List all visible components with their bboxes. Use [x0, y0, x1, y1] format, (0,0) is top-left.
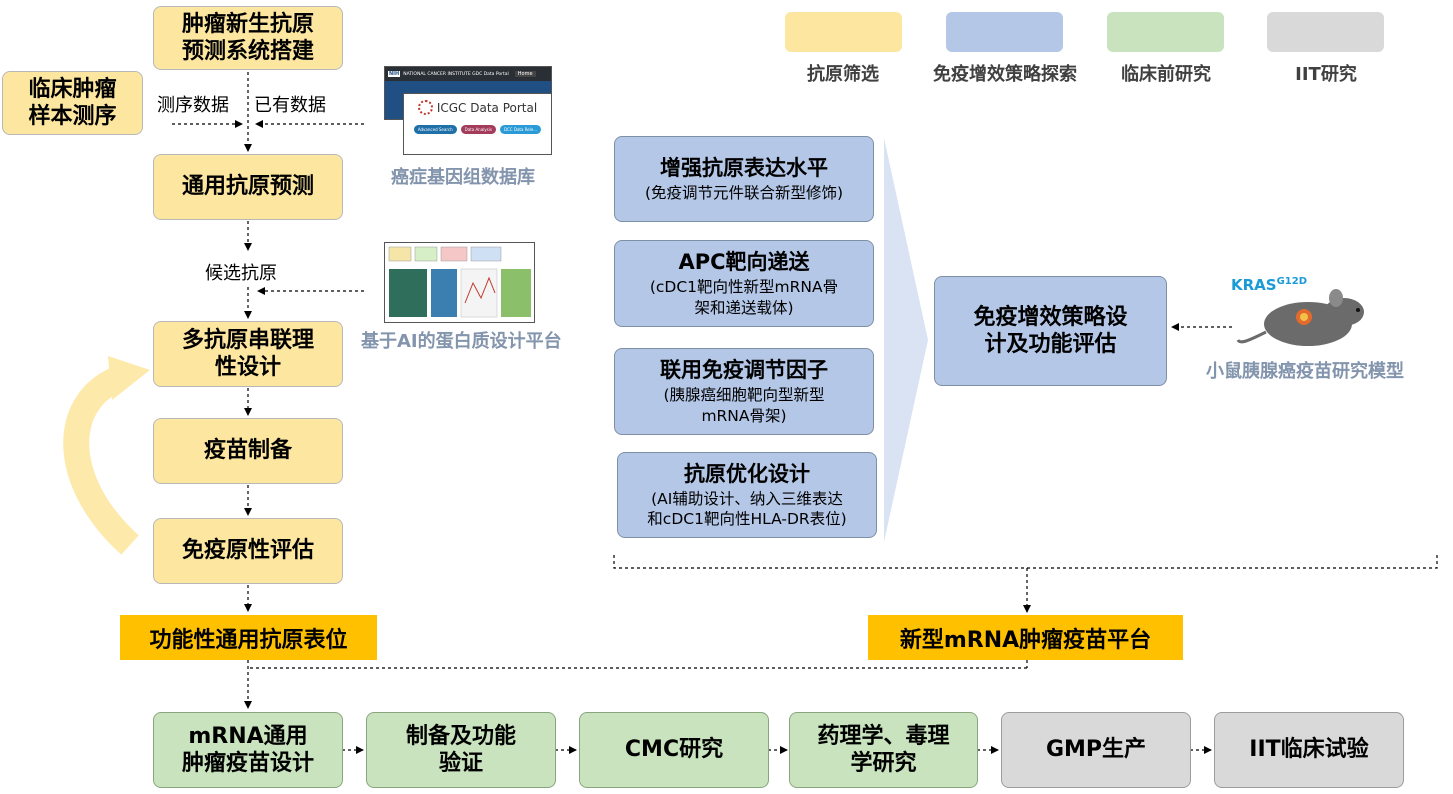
strategy-title-1: 增强抗原表达水平	[660, 155, 828, 180]
legend-swatch-preclinical	[1107, 12, 1224, 52]
kras-label: KRASG12D	[1231, 276, 1307, 294]
multi-design-line1: 多抗原串联理	[181, 327, 314, 353]
bottom-step-gmp: GMP生产	[1001, 712, 1191, 788]
strategy-box-immune-modulators: 联用免疫调节因子 (胰腺癌细胞靶向型新型 mRNA骨架)	[614, 348, 874, 435]
mrna-platform-banner: 新型mRNA肿瘤疫苗平台	[868, 615, 1183, 660]
icgc-btn-dcc-release: DCC Data Rele...	[499, 125, 542, 134]
nih-logo: NIH	[388, 71, 401, 77]
candidate-label: 候选抗原	[205, 263, 277, 284]
bottom-step-4-line2: 学研究	[850, 751, 917, 776]
strategy-desc-1a: (免疫调节元件联合新型修饰)	[644, 184, 844, 203]
strategy-design-box: 免疫增效策略设 计及功能评估	[934, 276, 1167, 386]
legend-swatch-strategy	[946, 12, 1063, 52]
ai-figure-graphic	[388, 246, 531, 318]
ai-platform-figure	[384, 242, 535, 323]
strategy-design-line2: 计及功能评估	[984, 332, 1117, 357]
strategy-box-apc-delivery: APC靶向递送 (cDC1靶向性新型mRNA骨 架和递送载体)	[614, 240, 874, 327]
vaccine-prep-box: 疫苗制备	[153, 418, 343, 484]
strategy-box-enhance-expression: 增强抗原表达水平 (免疫调节元件联合新型修饰)	[614, 136, 874, 222]
bottom-step-6-line1: IIT临床试验	[1249, 737, 1369, 763]
bottom-step-mrna-design: mRNA通用 肿瘤疫苗设计	[153, 712, 343, 788]
strategy-box-antigen-optimization: 抗原优化设计 (AI辅助设计、纳入三维表达 和cDC1靶向性HLA-DR表位)	[617, 452, 877, 538]
icgc-logo-icon	[417, 100, 433, 115]
multi-design-box: 多抗原串联理 性设计	[153, 321, 343, 387]
icgc-portal-screenshot: ICGC Data Portal Advanced Search Data An…	[403, 93, 552, 155]
mouse-icon	[1236, 289, 1364, 346]
icgc-btn-data-analysis: Data Analysis	[460, 125, 496, 134]
icgc-title: ICGC Data Portal	[436, 100, 538, 115]
kras-mutation: G12D	[1276, 276, 1308, 287]
cancer-genome-db-label: 癌症基因组数据库	[391, 167, 535, 188]
bottom-step-cmc: CMC研究	[579, 712, 769, 788]
strategy-title-2: APC靶向递送	[678, 250, 810, 275]
general-prediction-box: 通用抗原预测	[153, 154, 343, 220]
legend-label-preclinical: 临床前研究	[1121, 64, 1211, 85]
mouse-model-label: 小鼠胰腺癌疫苗研究模型	[1206, 361, 1404, 382]
bottom-step-4-line1: 药理学、毒理	[817, 723, 950, 749]
functional-epitope-banner: 功能性通用抗原表位	[120, 615, 377, 660]
legend-swatch-antigen	[785, 12, 902, 52]
strategy-title-3: 联用免疫调节因子	[660, 358, 828, 383]
multi-design-line2: 性设计	[214, 355, 281, 380]
strategy-desc-3a: (胰腺癌细胞靶向型新型	[663, 386, 825, 405]
immuno-eval-box: 免疫原性评估	[153, 518, 343, 584]
bottom-step-5-line1: GMP生产	[1045, 737, 1147, 763]
feedback-arrow	[63, 365, 139, 555]
clinical-seq-box: 临床肿瘤 样本测序	[2, 71, 143, 135]
bottom-step-1-line2: 肿瘤疫苗设计	[181, 751, 314, 776]
gdc-header-text: NATIONAL CANCER INSTITUTE GDC Data Porta…	[403, 71, 509, 77]
bottom-step-pharm-tox: 药理学、毒理 学研究	[789, 712, 978, 788]
strategy-desc-3b: mRNA骨架)	[701, 406, 787, 425]
strategy-desc-4b: 和cDC1靶向性HLA-DR表位)	[647, 510, 847, 529]
bottom-step-iit-trial: IIT临床试验	[1214, 712, 1404, 788]
strategy-desc-2a: (cDC1靶向性新型mRNA骨	[649, 278, 839, 297]
system-build-line2: 预测系统搭建	[181, 39, 314, 64]
strategy-desc-4a: (AI辅助设计、纳入三维表达	[651, 489, 843, 508]
bottom-step-prep-validation: 制备及功能 验证	[366, 712, 556, 788]
chevron-shape	[884, 138, 928, 542]
ai-platform-label: 基于AI的蛋白质设计平台	[361, 331, 562, 352]
strategy-title-4: 抗原优化设计	[684, 461, 810, 486]
bottom-step-2-line2: 验证	[438, 751, 483, 776]
strategy-desc-2b: 架和递送载体)	[694, 298, 794, 317]
system-build-box: 肿瘤新生抗原 预测系统搭建	[153, 6, 343, 70]
kras-gene: KRAS	[1231, 276, 1277, 294]
gdc-home-tab: Home	[514, 71, 536, 77]
strategy-design-line1: 免疫增效策略设	[973, 304, 1128, 330]
bottom-step-3-line1: CMC研究	[624, 737, 724, 763]
bottom-step-2-line1: 制备及功能	[405, 723, 516, 749]
seq-data-label: 测序数据	[157, 95, 229, 116]
legend-label-iit: IIT研究	[1295, 64, 1357, 85]
clinical-seq-line2: 样本测序	[28, 104, 117, 129]
legend-swatch-iit	[1267, 12, 1384, 52]
legend-label-antigen: 抗原筛选	[807, 64, 879, 85]
legend-label-strategy: 免疫增效策略探索	[933, 64, 1077, 85]
clinical-seq-line1: 临床肿瘤	[28, 76, 117, 102]
system-build-line1: 肿瘤新生抗原	[181, 11, 314, 37]
existing-data-label: 已有数据	[254, 95, 326, 116]
bottom-step-1-line1: mRNA通用	[188, 723, 308, 749]
icgc-btn-advanced-search: Advanced Search	[413, 125, 457, 134]
